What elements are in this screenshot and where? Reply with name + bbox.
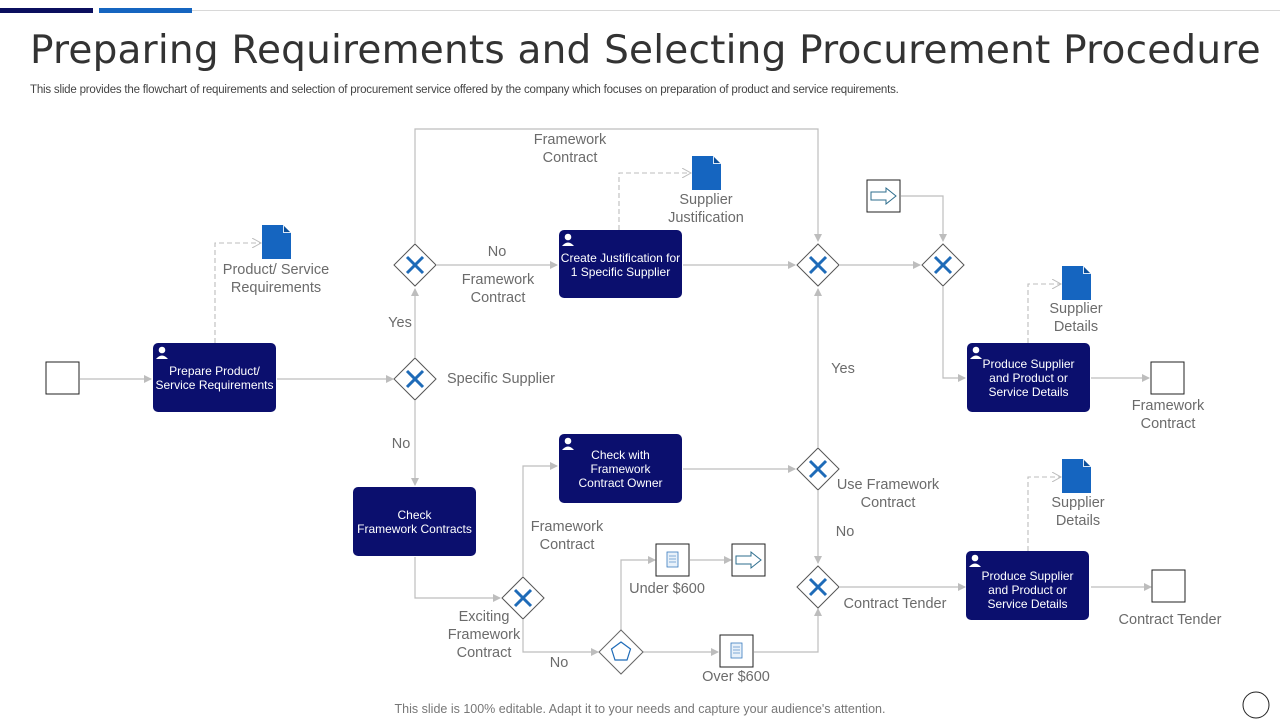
- gateway-use-framework[interactable]: [796, 447, 840, 491]
- document-icon: [692, 156, 721, 190]
- slide-title: Preparing Requirements and Selecting Pro…: [30, 28, 1261, 73]
- arrow-right-link-icon: [870, 186, 897, 206]
- business-rule-icon: [666, 551, 679, 568]
- assoc-justification-to-doc: [618, 173, 691, 230]
- flow-gw-exciting-to-owner: [522, 462, 558, 576]
- label-contract-tender-mid: Contract Tender: [844, 596, 947, 612]
- flow-gw-top-framework-loop: [414, 128, 822, 243]
- label-specific-supplier: Specific Supplier: [447, 371, 555, 387]
- sequence-flows: [80, 128, 1152, 656]
- rule-box-over[interactable]: [719, 634, 754, 668]
- exclusive-gateway-x-icon: [405, 369, 425, 389]
- user-icon: [562, 437, 574, 450]
- document-icon: [1062, 266, 1091, 300]
- flow-gw-right-to-produce-top: [942, 287, 966, 382]
- label-yes-right: Yes: [831, 361, 855, 377]
- link-event-bottom[interactable]: [731, 543, 766, 577]
- start-event[interactable]: [45, 361, 80, 395]
- pentagon-gateway-icon: [610, 641, 632, 661]
- accent-bar-blue: [99, 8, 192, 13]
- assoc-produce-top-to-doc: [1027, 284, 1061, 343]
- gateway-top[interactable]: [393, 243, 437, 287]
- assoc-produce-bottom-to-doc: [1027, 477, 1061, 551]
- task-prepare[interactable]: Prepare Product/Service Requirements: [153, 343, 276, 412]
- business-rule-icon: [730, 642, 743, 659]
- exclusive-gateway-x-icon: [808, 255, 828, 275]
- label-over-600: Over $600: [702, 669, 770, 685]
- arrow-right-link-icon: [735, 550, 762, 570]
- label-no-left: No: [392, 436, 411, 452]
- gateway-merge[interactable]: [796, 243, 840, 287]
- flow-link-to-gw-right: [901, 195, 947, 242]
- label-end-contract-tender: Contract Tender: [1119, 612, 1222, 628]
- flow-check-contracts-to-gw-exciting: [414, 557, 501, 602]
- user-icon: [562, 233, 574, 246]
- flow-over-to-gw-tender: [754, 608, 822, 653]
- exclusive-gateway-x-icon: [513, 588, 533, 608]
- label-no-top: No: [488, 244, 507, 260]
- gateway-specific-supplier[interactable]: [393, 357, 437, 401]
- header-rule: [192, 10, 1280, 11]
- gateway-contract-tender[interactable]: [796, 565, 840, 609]
- accent-bar-dark: [0, 8, 93, 13]
- link-event-top[interactable]: [866, 179, 901, 213]
- nav-circle-button[interactable]: [1242, 691, 1270, 719]
- flow-gw-exciting-no: [522, 620, 599, 656]
- label-under-600: Under $600: [629, 581, 705, 597]
- user-icon: [970, 346, 982, 359]
- exclusive-gateway-x-icon: [933, 255, 953, 275]
- flow-event-to-under: [620, 556, 656, 630]
- associations: [214, 173, 1061, 551]
- label-no-bottom: No: [550, 655, 569, 671]
- gateway-right[interactable]: [921, 243, 965, 287]
- slide-subtitle: This slide provides the flowchart of req…: [30, 84, 899, 96]
- document-icon: [262, 225, 291, 259]
- end-event-framework-contract[interactable]: [1150, 361, 1185, 395]
- exclusive-gateway-x-icon: [808, 459, 828, 479]
- rule-box-under[interactable]: [655, 543, 690, 577]
- exclusive-gateway-x-icon: [808, 577, 828, 597]
- exclusive-gateway-x-icon: [405, 255, 425, 275]
- gateway-exciting-framework[interactable]: [501, 576, 545, 620]
- label-no-right: No: [836, 524, 855, 540]
- user-icon: [156, 346, 168, 359]
- end-event-contract-tender[interactable]: [1151, 569, 1186, 603]
- slide-footer: This slide is 100% editable. Adapt it to…: [394, 702, 886, 716]
- event-gateway[interactable]: [598, 629, 644, 675]
- document-icon: [1062, 459, 1091, 493]
- task-label: Prepare Product/Service Requirements: [155, 364, 273, 392]
- assoc-prepare-to-requirements: [214, 243, 261, 343]
- label-yes-left: Yes: [388, 315, 412, 331]
- user-icon: [969, 554, 981, 567]
